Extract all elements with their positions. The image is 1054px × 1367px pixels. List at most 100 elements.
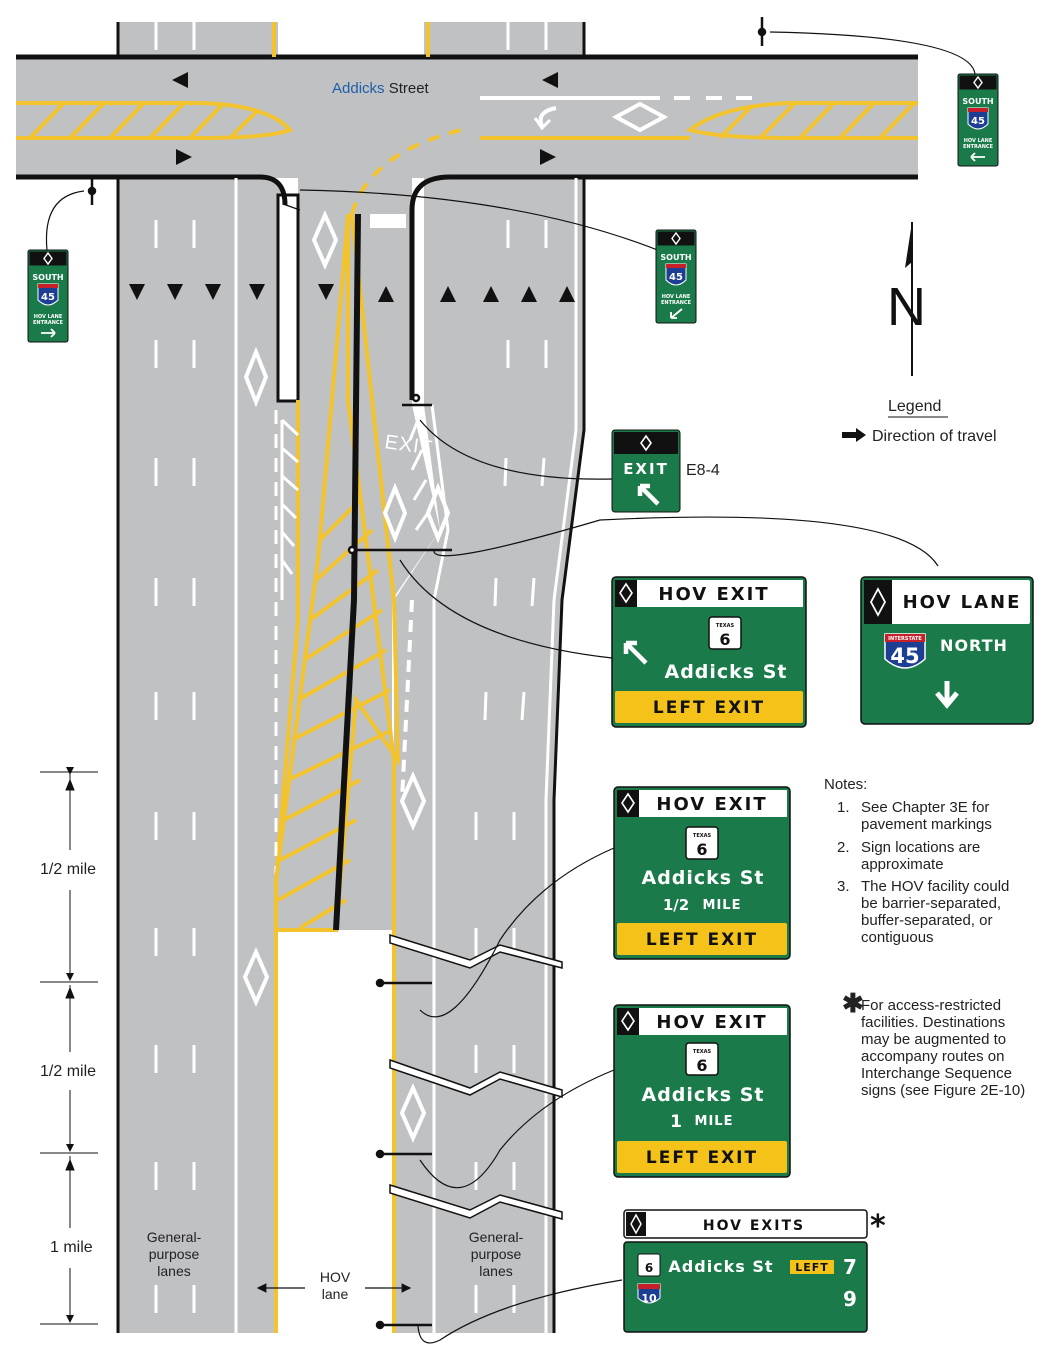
texas-route-shield-icon: [685, 826, 719, 860]
hov-exit-left-sign: HOV EXIT TEXAS 6 Addicks St LEFT EXIT: [611, 576, 807, 728]
roadway: [16, 22, 918, 1334]
asterisk-note-line-5: Interchange Sequence: [861, 1065, 1012, 1082]
street-label: Addicks Street: [332, 80, 430, 97]
arrow-right-icon: [41, 328, 56, 338]
svg-text:10: 10: [641, 1292, 657, 1305]
traffic-arrows: [129, 72, 575, 302]
svg-text:ENTRANCE: ENTRANCE: [963, 144, 994, 150]
svg-text:ENTRANCE: ENTRANCE: [33, 320, 64, 326]
arrow-up-left-icon: [637, 483, 660, 506]
svg-text:1: 1: [670, 1112, 682, 1132]
svg-text:NORTH: NORTH: [940, 636, 1008, 655]
note-3-line-3: buffer-separated, or: [861, 912, 993, 929]
svg-text:45: 45: [890, 644, 919, 668]
svg-text:TEXAS: TEXAS: [693, 833, 712, 839]
north-arrow: N: [887, 222, 926, 376]
diamond-icon: [640, 434, 652, 452]
diamond-icon: [619, 582, 633, 604]
interstate-shield-icon: [884, 633, 926, 669]
distance-breaks: [389, 933, 563, 1220]
exit-sign-e8-4: EXIT: [611, 429, 681, 513]
svg-text:45: 45: [669, 272, 683, 283]
lane-labels: General- purpose lanes General- purpose …: [140, 1226, 530, 1302]
sign-posts: [87, 17, 767, 1330]
note-2-line-1: Sign locations are: [861, 839, 981, 856]
svg-text:1/2: 1/2: [663, 896, 689, 914]
entrance-sign-northeast: SOUTH 45 HOV LANE ENTRANCE: [957, 73, 999, 167]
note-1-number: 1.: [837, 799, 850, 816]
svg-text:45: 45: [41, 292, 55, 303]
svg-text:45: 45: [971, 116, 985, 127]
svg-text:EXIT: EXIT: [623, 460, 669, 478]
svg-text:HOV EXIT: HOV EXIT: [656, 1012, 767, 1033]
legend: Legend Direction of travel: [842, 398, 997, 445]
texas-route-shield-icon: [685, 1042, 719, 1076]
hov-lane-north-sign: HOV LANE INTERSTATE 45 NORTH: [860, 576, 1034, 725]
legend-title: Legend: [888, 398, 941, 415]
diamond-icon: [630, 1213, 642, 1235]
svg-text:Addicks St: Addicks St: [668, 1257, 773, 1276]
sign-leaders: [45, 31, 976, 1344]
svg-text:Addicks St: Addicks St: [641, 1084, 764, 1106]
asterisk-note: ✱ For access-restricted facilities. Dest…: [842, 988, 1052, 1107]
note-2-line-2: approximate: [861, 856, 944, 873]
diamond-icon: [43, 251, 53, 266]
gp-left-label-1: General-: [147, 1229, 202, 1245]
note-1: 1. See Chapter 3E for pavement markings: [837, 799, 1047, 835]
note-3-line-1: The HOV facility could: [861, 878, 1010, 895]
hov-label-1: HOV: [320, 1269, 351, 1285]
asterisk-mark: *: [870, 1209, 886, 1244]
arrow-left-icon: [970, 152, 985, 162]
svg-text:Addicks St: Addicks St: [641, 867, 764, 889]
diamond-icon: [869, 587, 887, 617]
interstate-shield-icon: [37, 283, 59, 306]
svg-text:HOV LANE: HOV LANE: [964, 138, 993, 144]
gp-left-label-2: purpose: [149, 1246, 200, 1262]
sign-code-e8-4: E8-4: [686, 462, 720, 479]
diamond-icon: [973, 75, 983, 90]
note-2: 2. Sign locations are approximate: [837, 839, 1047, 875]
asterisk-note-line-2: facilities. Destinations: [861, 1014, 1006, 1031]
pavement-markings: EXIT: [16, 22, 918, 1333]
asterisk-note-icon: ✱: [842, 988, 864, 1018]
notes-heading: Notes:: [824, 776, 868, 793]
legend-item: Direction of travel: [872, 428, 997, 445]
svg-text:9: 9: [843, 1287, 857, 1311]
svg-text:6: 6: [645, 1261, 653, 1275]
svg-text:LEFT EXIT: LEFT EXIT: [646, 1148, 758, 1168]
hov-exits-sequence-sign: HOV EXITS 6 Addicks St LEFT 7 10 9: [623, 1209, 868, 1333]
svg-text:Addicks St: Addicks St: [664, 661, 787, 683]
hov-exit-half-mile-sign: HOV EXIT TEXAS 6 Addicks St 1/2 MILE LEF…: [613, 786, 791, 960]
svg-text:7: 7: [843, 1255, 857, 1279]
interstate-shield-icon: [665, 263, 687, 286]
direction-arrow-icon: [842, 428, 866, 442]
svg-text:MILE: MILE: [695, 1114, 734, 1129]
texas-route-shield-icon: [637, 1253, 661, 1277]
note-3-number: 3.: [837, 878, 850, 895]
svg-text:INTERSTATE: INTERSTATE: [888, 636, 922, 642]
svg-text:LEFT: LEFT: [795, 1261, 829, 1274]
texas-route-shield-icon: [708, 616, 742, 650]
svg-text:ENTRANCE: ENTRANCE: [661, 300, 692, 306]
arrow-up-left-icon: [623, 640, 648, 665]
svg-text:SOUTH: SOUTH: [32, 273, 63, 282]
distance-dimensions: [40, 767, 98, 1325]
diamond-icon: [671, 231, 681, 246]
note-3-line-2: be barrier-separated,: [861, 895, 1002, 912]
svg-text:TEXAS: TEXAS: [693, 1049, 712, 1055]
note-2-number: 2.: [837, 839, 850, 856]
svg-text:6: 6: [719, 630, 730, 649]
svg-text:MILE: MILE: [703, 898, 742, 913]
entrance-sign-center: SOUTH 45 HOV LANE ENTRANCE: [655, 229, 697, 324]
svg-text:SOUTH: SOUTH: [660, 253, 691, 262]
note-3-line-4: contiguous: [861, 929, 934, 946]
hov-label-2: lane: [322, 1286, 349, 1302]
svg-text:HOV EXIT: HOV EXIT: [656, 794, 767, 815]
note-1-line-2: pavement markings: [861, 816, 992, 833]
asterisk-note-line-3: may be augmented to: [861, 1031, 1007, 1048]
svg-text:SOUTH: SOUTH: [962, 97, 993, 106]
north-label: N: [887, 277, 926, 337]
svg-text:HOV LANE: HOV LANE: [903, 592, 1022, 613]
entrance-sign-southwest: SOUTH 45 HOV LANE ENTRANCE: [27, 249, 69, 343]
svg-text:6: 6: [696, 1056, 707, 1075]
